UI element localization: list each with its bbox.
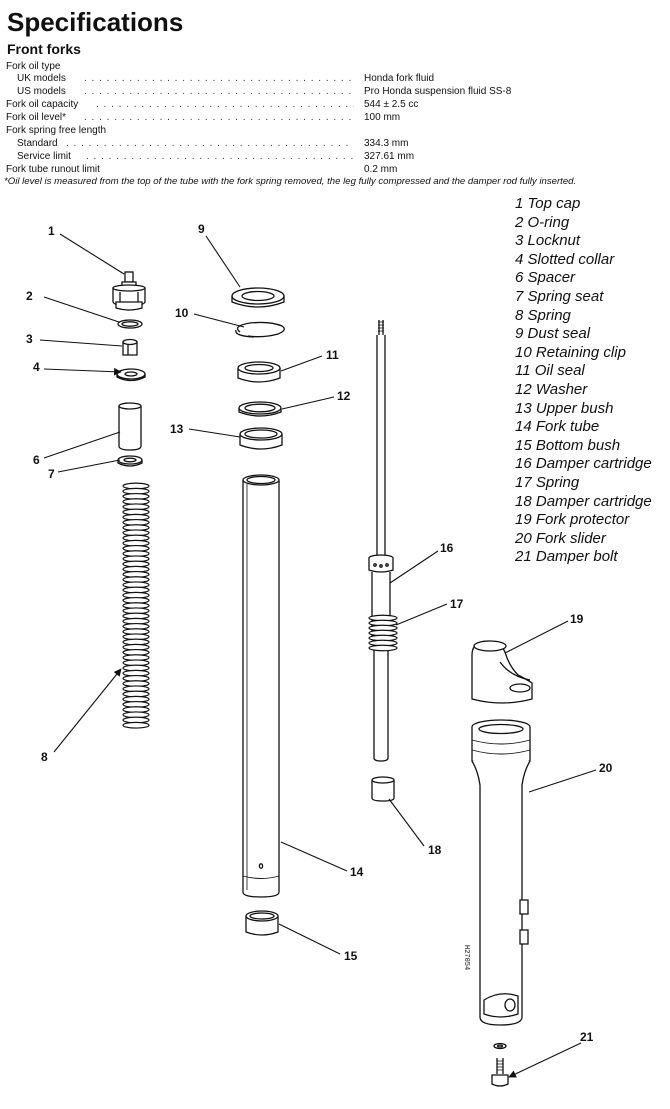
spring-seat-part bbox=[117, 455, 143, 467]
callout-13: 13 bbox=[170, 422, 184, 436]
callout-3: 3 bbox=[26, 332, 33, 346]
bottom-bush-part bbox=[245, 910, 279, 936]
legend-item: 8 Spring bbox=[515, 306, 571, 324]
leader-dots: . . . . . . . . . . . . . . . . . . . . … bbox=[84, 112, 354, 123]
damper-cartridge-part bbox=[368, 320, 394, 762]
spec-value: 100 mm bbox=[364, 112, 401, 123]
dust-seal-part bbox=[231, 287, 285, 308]
damper-cartridge-seat-part bbox=[371, 776, 395, 802]
spec-label: Fork oil level* bbox=[6, 112, 67, 123]
spec-label: Fork tube runout limit bbox=[6, 164, 100, 175]
legend-item: 12 Washer bbox=[515, 380, 588, 398]
spec-value: 544 ± 2.5 cc bbox=[364, 99, 419, 110]
callout-15: 15 bbox=[344, 949, 358, 963]
legend-item: 21 Damper bolt bbox=[515, 548, 618, 566]
legend-item: 13 Upper bush bbox=[515, 399, 614, 417]
legend-item: 15 Bottom bush bbox=[515, 436, 621, 454]
leader-dots: . . . . . . . . . . . . . . . . . . . . … bbox=[84, 73, 354, 84]
callout-19: 19 bbox=[570, 612, 584, 626]
callout-12: 12 bbox=[337, 389, 351, 403]
spec-row-service-limit: Service limit . . . . . . . . . . . . . … bbox=[6, 150, 661, 163]
spec-label: Fork oil type bbox=[6, 61, 61, 72]
callout-leaders bbox=[39, 233, 597, 1078]
leader-dots: . . . . . . . . . . . . . . . . . . . . … bbox=[84, 86, 354, 97]
legend-item: 19 Fork protector bbox=[515, 511, 630, 529]
leader-dots: . . . . . . . . . . . . . . . . . . . . … bbox=[86, 151, 354, 162]
callout-16: 16 bbox=[440, 541, 454, 555]
callout-6: 6 bbox=[33, 453, 40, 467]
legend-item: 7 Spring seat bbox=[515, 287, 604, 305]
spec-label: US models bbox=[17, 86, 66, 97]
spec-value: 327.61 mm bbox=[364, 151, 415, 162]
spec-value: Pro Honda suspension fluid SS-8 bbox=[364, 86, 512, 97]
spec-value: 0.2 mm bbox=[364, 164, 398, 175]
leader-dots: . . . . . . . . . . . . . . . . . . . . … bbox=[96, 99, 354, 110]
spec-row-spring-length: Fork spring free length bbox=[6, 124, 661, 137]
reference-code: H27054 bbox=[462, 945, 470, 970]
leader-dots: . . . . . . . . . . . . . . . . . . . . … bbox=[66, 138, 354, 149]
page-title: Specifications bbox=[7, 7, 184, 37]
spec-label: UK models bbox=[17, 73, 66, 84]
fork-slider-part: H27054 bbox=[462, 719, 531, 1026]
legend-item: 17 Spring bbox=[515, 473, 580, 491]
section-title: Front forks bbox=[7, 41, 81, 57]
callout-4: 4 bbox=[33, 360, 40, 374]
spec-row-us: US models . . . . . . . . . . . . . . . … bbox=[6, 85, 661, 98]
callout-7: 7 bbox=[48, 467, 55, 481]
callout-1: 1 bbox=[48, 224, 55, 238]
legend-item: 20 Fork slider bbox=[515, 529, 606, 547]
callout-18: 18 bbox=[428, 843, 442, 857]
fork-protector-part bbox=[471, 640, 533, 704]
legend-item: 11 Oil seal bbox=[515, 362, 585, 380]
spec-row-runout: Fork tube runout limit 0.2 mm bbox=[6, 163, 661, 176]
o-ring-part bbox=[117, 319, 143, 329]
spring-part bbox=[122, 482, 150, 729]
damper-bolt-part bbox=[491, 1042, 509, 1087]
top-cap-part bbox=[112, 271, 146, 311]
callout-14: 14 bbox=[350, 865, 364, 879]
spec-row-uk: UK models . . . . . . . . . . . . . . . … bbox=[6, 72, 661, 85]
callout-2: 2 bbox=[26, 289, 33, 303]
slotted-collar-part bbox=[116, 368, 146, 382]
legend-item: 16 Damper cartridge bbox=[515, 455, 652, 473]
callout-11: 11 bbox=[326, 348, 339, 362]
spec-value: Honda fork fluid bbox=[364, 73, 435, 84]
legend-item: 3 Locknut bbox=[515, 232, 581, 250]
spec-label: Fork spring free length bbox=[6, 125, 107, 136]
spec-row-oil-type: Fork oil type bbox=[6, 60, 661, 73]
washer-part bbox=[238, 401, 282, 417]
legend-item: 4 Slotted collar bbox=[515, 250, 615, 268]
legend-item: 18 Damper cartridge bbox=[515, 492, 652, 510]
callout-8: 8 bbox=[41, 750, 48, 764]
callout-9: 9 bbox=[198, 222, 205, 236]
legend-item: 14 Fork tube bbox=[515, 418, 600, 436]
oil-seal-part bbox=[237, 361, 281, 383]
legend-item: 6 Spacer bbox=[515, 269, 576, 287]
spacer-part bbox=[118, 402, 142, 451]
spec-label: Standard bbox=[17, 138, 58, 149]
parts-legend: 1 Top cap 2 O-ring 3 Locknut 4 Slotted c… bbox=[515, 195, 665, 567]
retaining-clip-part bbox=[235, 321, 285, 338]
spec-row-level: Fork oil level* . . . . . . . . . . . . … bbox=[6, 111, 661, 124]
legend-item: 10 Retaining clip bbox=[515, 343, 626, 361]
spec-row-capacity: Fork oil capacity . . . . . . . . . . . … bbox=[6, 98, 661, 111]
callout-10: 10 bbox=[175, 306, 189, 320]
footnote: *Oil level is measured from the top of t… bbox=[4, 176, 577, 187]
callout-17: 17 bbox=[450, 597, 464, 611]
spec-row-standard: Standard . . . . . . . . . . . . . . . .… bbox=[6, 137, 661, 150]
upper-bush-part bbox=[239, 427, 283, 450]
legend-item: 1 Top cap bbox=[515, 195, 581, 212]
callout-20: 20 bbox=[599, 761, 613, 775]
spec-label: Fork oil capacity bbox=[6, 99, 79, 110]
locknut-part bbox=[122, 338, 138, 356]
callout-21: 21 bbox=[580, 1030, 594, 1044]
spec-value: 334.3 mm bbox=[364, 138, 409, 149]
legend-item: 2 O-ring bbox=[515, 213, 570, 231]
fork-tube-part bbox=[242, 474, 280, 898]
legend-item: 9 Dust seal bbox=[515, 325, 591, 343]
spring-part bbox=[368, 614, 398, 652]
spec-label: Service limit bbox=[17, 151, 71, 162]
